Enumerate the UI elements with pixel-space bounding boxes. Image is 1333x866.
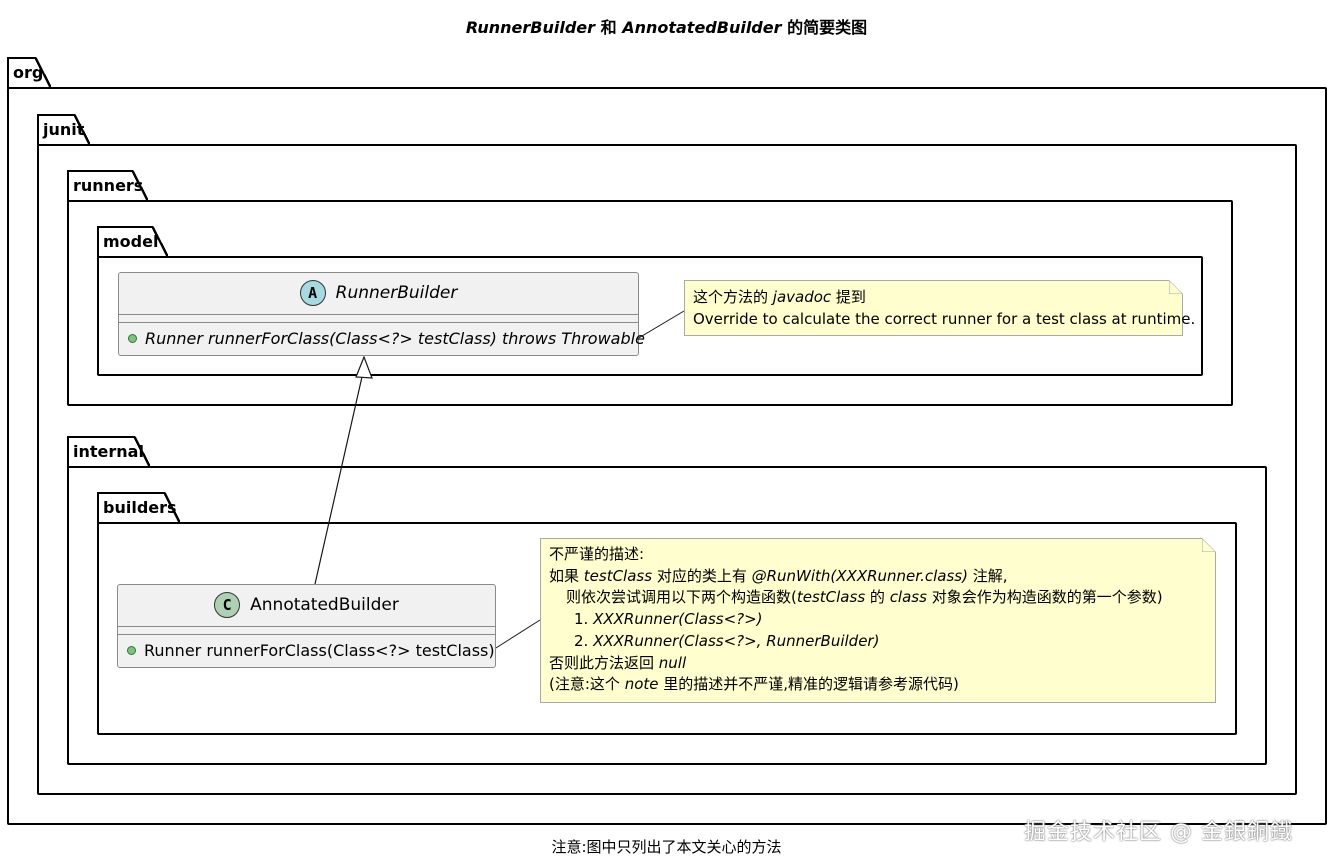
package-label-internal: internal: [73, 442, 144, 461]
class-header-runnerbuilder: A RunnerBuilder: [119, 273, 638, 313]
class-divider: [118, 626, 495, 627]
note-line: 否则此方法返回 null: [549, 653, 1207, 675]
class-name-annotatedbuilder: AnnotatedBuilder: [250, 595, 399, 615]
inheritance-arrowhead: [355, 355, 373, 379]
method-signature: Runner runnerForClass(Class<?> testClass…: [144, 641, 495, 660]
title-suffix: 的简要类图: [781, 18, 868, 37]
package-label-runners: runners: [73, 176, 144, 195]
package-junit: [37, 144, 1297, 795]
abstract-class-icon: A: [299, 280, 326, 306]
class-divider: [119, 322, 638, 323]
note-text: (注意:这个: [549, 675, 625, 694]
note-text: 如果: [549, 566, 584, 585]
note-text-italic: null: [658, 653, 687, 672]
note-text-italic: testClass: [583, 566, 653, 585]
note-line: 这个方法的 javadoc 提到: [693, 286, 1174, 308]
note-text: 1.: [574, 610, 594, 629]
note-connector-annotatedbuilder: [487, 619, 541, 654]
diagram-title: RunnerBuilder 和 AnnotatedBuilder 的简要类图: [0, 14, 1333, 38]
note-line: 不严谨的描述:: [549, 545, 645, 563]
method-runnerforclass: Runner runnerForClass(Class<?> testClass…: [127, 641, 495, 660]
package-org: [7, 87, 1327, 825]
title-class-runnerbuilder: RunnerBuilder: [465, 18, 596, 37]
public-method-icon: [128, 334, 137, 343]
class-annotatedbuilder[interactable]: C AnnotatedBuilder Runner runnerForClass…: [117, 584, 496, 668]
package-tab-builders: builders: [97, 492, 180, 523]
package-tab-internal: internal: [67, 436, 150, 467]
note-connector-runnerbuilder: [631, 310, 685, 343]
note-line: 2. XXXRunner(Class<?>, RunnerBuilder): [549, 631, 1207, 653]
note-text: 对应的类上有: [652, 566, 752, 585]
class-runnerbuilder[interactable]: A RunnerBuilder Runner runnerForClass(Cl…: [118, 272, 645, 356]
class-icon: C: [214, 592, 241, 618]
package-tab-model: model: [97, 226, 168, 257]
note-annotatedbuilder: 不严谨的描述: 如果 testClass 对应的类上有 @RunWith(XXX…: [540, 538, 1216, 703]
note-text: 提到: [831, 288, 866, 306]
class-header-annotatedbuilder: C AnnotatedBuilder: [118, 585, 495, 625]
package-tab-org: org: [7, 57, 51, 88]
note-line: 如果 testClass 对应的类上有 @RunWith(XXXRunner.c…: [549, 566, 1207, 588]
note-text-italic: XXXRunner(Class<?>, RunnerBuilder): [593, 631, 880, 650]
note-line: Override to calculate the correct runner…: [693, 310, 1196, 328]
note-text: 的: [865, 588, 890, 607]
note-text: 里的描述并不严谨,精准的逻辑请参考源代码): [658, 675, 959, 694]
class-name-runnerbuilder: RunnerBuilder: [335, 283, 458, 303]
method-runnerforclass-abstract: Runner runnerForClass(Class<?> testClass…: [128, 329, 645, 348]
note-text: 2.: [574, 631, 594, 650]
package-model: [97, 256, 1203, 376]
title-conjunction: 和: [595, 18, 623, 37]
inheritance-edge: [314, 367, 365, 585]
note-line: (注意:这个 note 里的描述并不严谨,精准的逻辑请参考源代码): [549, 674, 1207, 696]
method-signature: Runner runnerForClass(Class<?> testClass…: [145, 329, 645, 348]
note-text-italic: note: [624, 675, 659, 694]
title-class-annotatedbuilder: AnnotatedBuilder: [622, 18, 782, 37]
watermark: 掘金技术社区 @ 金銀銅鐵: [1024, 820, 1293, 845]
package-tab-junit: junit: [37, 114, 90, 145]
note-fold-icon: [1202, 538, 1216, 552]
package-tab-runners: runners: [67, 170, 148, 201]
note-text-italic: testClass: [796, 588, 866, 607]
package-builders: [97, 522, 1237, 735]
note-text-italic: javadoc: [772, 288, 832, 306]
package-internal: [67, 466, 1267, 765]
diagram-caption: 注意:图中只列出了本文关心的方法: [551, 838, 782, 856]
note-line: 则依次尝试调用以下两个构造函数(testClass 的 class 对象会作为构…: [549, 587, 1207, 609]
class-divider: [118, 634, 495, 635]
note-text: 对象会作为构造函数的第一个参数): [926, 588, 1163, 607]
note-text-italic: XXXRunner(Class<?>): [593, 610, 763, 629]
note-fold-icon: [1169, 280, 1183, 294]
note-text-italic: @RunWith(XXXRunner.class): [751, 566, 968, 585]
class-divider: [119, 314, 638, 315]
note-text: 则依次尝试调用以下两个构造函数(: [566, 588, 797, 607]
note-line: 1. XXXRunner(Class<?>): [549, 609, 1207, 631]
note-text: 这个方法的: [693, 288, 773, 306]
note-text: 注解,: [967, 566, 1008, 585]
public-method-icon: [127, 646, 136, 655]
package-runners: [67, 200, 1233, 406]
note-text-italic: class: [889, 588, 927, 607]
note-text: 否则此方法返回: [549, 653, 659, 672]
package-label-builders: builders: [103, 498, 177, 517]
note-runnerbuilder: 这个方法的 javadoc 提到 Override to calculate t…: [684, 280, 1196, 336]
package-label-model: model: [103, 232, 159, 251]
